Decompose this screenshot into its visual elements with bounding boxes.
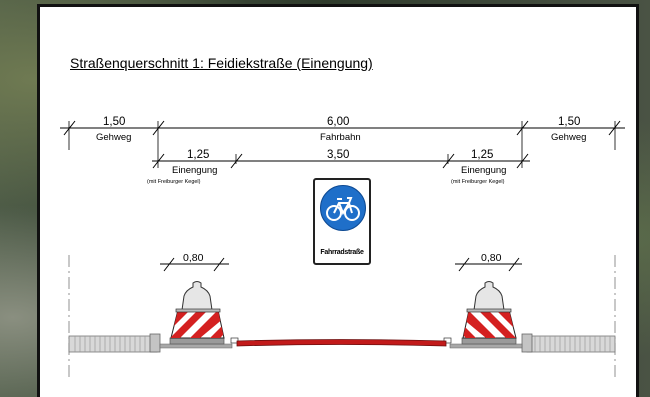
sidewalk-left — [68, 333, 161, 353]
tick-kegel-left-2 — [213, 257, 225, 272]
label-einengung-right: Einengung — [461, 165, 507, 176]
tick-kegel-right-2 — [508, 257, 520, 272]
label-einengung-left: Einengung — [172, 165, 218, 176]
sign-blue-circle — [320, 185, 366, 231]
bicycle-icon — [326, 197, 360, 221]
label-einengung-right-sub: (mit Freiburger Kegel) — [451, 179, 505, 185]
dim-kegel-left: 0,80 — [183, 252, 204, 264]
freiburger-kegel-right — [461, 281, 517, 345]
dim-einengung-left: 1,25 — [187, 149, 210, 161]
road-surface — [236, 339, 447, 347]
label-gehweg-right: Gehweg — [551, 132, 587, 143]
label-fahrbahn: Fahrbahn — [320, 132, 361, 143]
tick-2nd-1 — [152, 153, 165, 169]
tick-2nd-4 — [516, 153, 529, 169]
tick-top-4 — [608, 120, 621, 136]
tick-2nd-2 — [230, 153, 243, 169]
dim-gehweg-left: 1,50 — [103, 116, 126, 128]
tick-top-1 — [63, 120, 76, 136]
tick-top-2 — [152, 120, 165, 136]
page-title: Straßenquerschnitt 1: Feidiekstraße (Ein… — [70, 55, 373, 71]
dim-kegel-right: 0,80 — [481, 252, 502, 264]
sign-label: Fahrradstraße — [320, 249, 364, 256]
gutter-left — [159, 343, 233, 349]
dim-einengung-right: 1,25 — [471, 149, 494, 161]
dim-lane: 3,50 — [327, 149, 350, 161]
tick-kegel-right-1 — [458, 257, 470, 272]
label-einengung-left-sub: (mit Freiburger Kegel) — [147, 179, 201, 185]
freiburger-kegel-left — [169, 281, 225, 345]
edge-marker-left — [230, 337, 239, 344]
label-gehweg-left: Gehweg — [96, 132, 132, 143]
gutter-right — [449, 343, 523, 349]
sidewalk-right — [521, 333, 616, 353]
tick-2nd-3 — [442, 153, 455, 169]
fahrradstrasse-sign: Fahrradstraße — [313, 178, 371, 265]
tick-top-3 — [516, 120, 529, 136]
edge-marker-right — [443, 337, 452, 344]
dim-fahrbahn: 6,00 — [327, 116, 350, 128]
tick-kegel-left-1 — [163, 257, 175, 272]
dim-gehweg-right: 1,50 — [558, 116, 581, 128]
